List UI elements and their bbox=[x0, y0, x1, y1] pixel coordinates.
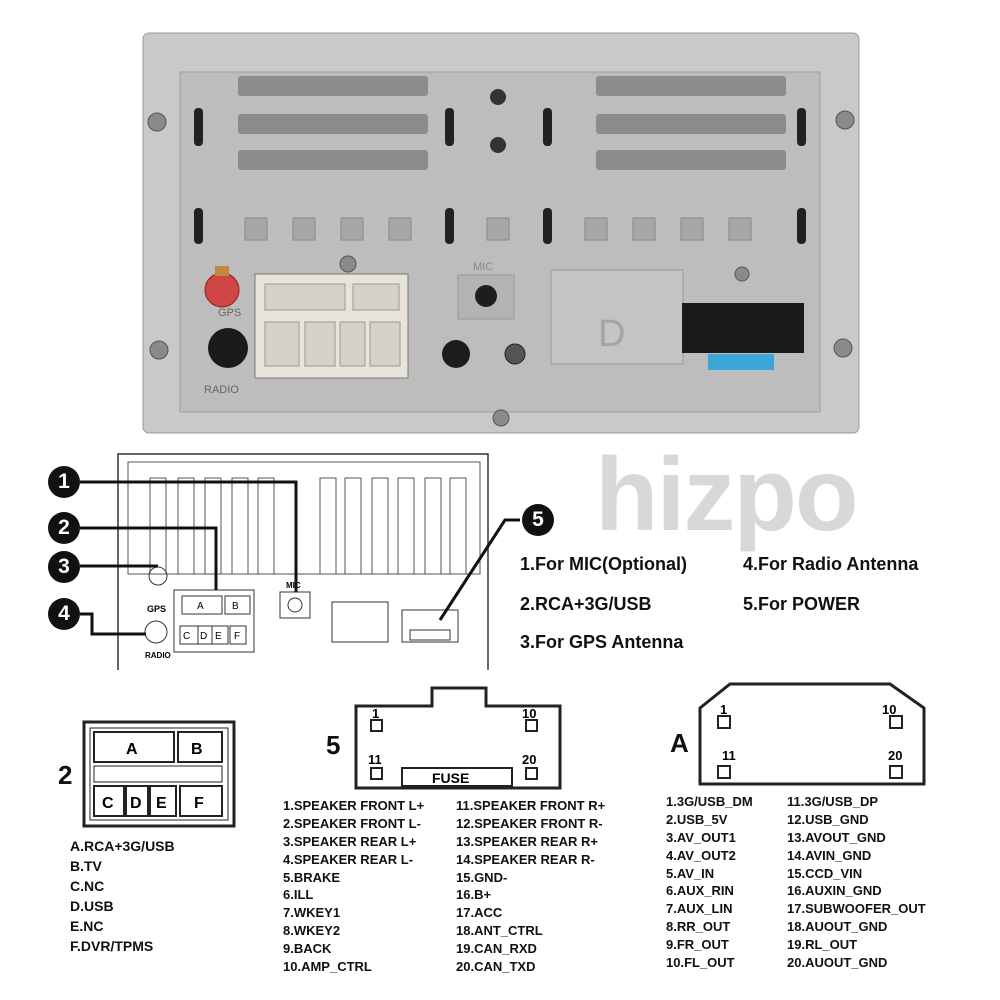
pin-10: 10.AMP_CTRL bbox=[283, 959, 372, 975]
pin-16: 16.B+ bbox=[456, 887, 492, 903]
connector-a-pins-left: 1.3G/USB_DM 2.USB_5V 3.AV_OUT1 4.AV_OUT2… bbox=[666, 793, 753, 972]
connector-a-pin-label-20: 20 bbox=[888, 748, 902, 763]
a-pin-9: 9.FR_OUT bbox=[666, 937, 729, 953]
connector-5-pin-label-11: 11 bbox=[368, 752, 382, 767]
a-pin-12: 12.USB_GND bbox=[787, 811, 869, 827]
schematic-slot-e: E bbox=[215, 631, 222, 642]
a-pin-3: 3.AV_OUT1 bbox=[666, 829, 736, 845]
schematic-slot-d: D bbox=[200, 631, 207, 642]
connector-2-port-d: D.USB bbox=[70, 898, 114, 914]
legend-item-mic: 1.For MIC(Optional) bbox=[520, 554, 687, 574]
a-pin-11: 11.3G/USB_DP bbox=[787, 794, 879, 809]
connector-2-slot-f: F bbox=[194, 795, 204, 812]
a-pin-13: 13.AVOUT_GND bbox=[787, 829, 886, 845]
pin-11: 11.SPEAKER FRONT R+ bbox=[456, 798, 606, 813]
photo-radio-label: RADIO bbox=[204, 384, 239, 396]
watermark: hizpo bbox=[595, 437, 858, 553]
connector-2-number: 2 bbox=[58, 760, 73, 790]
connector-5-number: 5 bbox=[326, 730, 341, 760]
a-pin-1: 1.3G/USB_DM bbox=[666, 794, 753, 809]
connector-a-pin-label-1: 1 bbox=[720, 702, 727, 717]
pin-6: 6.ILL bbox=[283, 887, 314, 903]
connector-5-pins-left: 1.SPEAKER FRONT L+ 2.SPEAKER FRONT L- 3.… bbox=[283, 797, 424, 976]
badge-2: 2 bbox=[48, 512, 80, 544]
connector-2-port-a: A.RCA+3G/USB bbox=[70, 838, 175, 854]
pin-1: 1.SPEAKER FRONT L+ bbox=[283, 798, 425, 813]
connector-5-pin-label-1: 1 bbox=[372, 706, 379, 721]
connector-2-slot-d: D bbox=[130, 795, 142, 812]
a-pin-10: 10.FL_OUT bbox=[666, 955, 735, 971]
a-pin-8: 8.RR_OUT bbox=[666, 919, 731, 935]
a-pin-20: 20.AUOUT_GND bbox=[787, 955, 888, 971]
connector-a-pins-right: 11.3G/USB_DP 12.USB_GND 13.AVOUT_GND 14.… bbox=[787, 793, 926, 972]
schematic-mic-label: MIC bbox=[286, 581, 301, 590]
pin-5: 5.BRAKE bbox=[283, 869, 341, 885]
connector-2-slot-b: B bbox=[191, 741, 203, 758]
connector-2-slot-a: A bbox=[126, 741, 138, 758]
connector-2-slot-e: E bbox=[156, 795, 167, 812]
legend-item-rca: 2.RCA+3G/USB bbox=[520, 594, 652, 614]
a-pin-4: 4.AV_OUT2 bbox=[666, 847, 736, 863]
pin-18: 18.ANT_CTRL bbox=[456, 923, 543, 939]
pin-14: 14.SPEAKER REAR R- bbox=[456, 851, 595, 867]
photo-d-label: D bbox=[598, 313, 625, 355]
legend-item-gps: 3.For GPS Antenna bbox=[520, 632, 684, 652]
pin-8: 8.WKEY2 bbox=[283, 923, 341, 939]
badge-5: 5 bbox=[522, 504, 554, 536]
a-pin-6: 6.AUX_RIN bbox=[666, 883, 734, 899]
connector-2-port-b: B.TV bbox=[70, 858, 102, 874]
connector-5-pin-label-10: 10 bbox=[522, 706, 536, 721]
pin-4: 4.SPEAKER REAR L- bbox=[283, 851, 414, 867]
a-pin-17: 17.SUBWOOFER_OUT bbox=[787, 901, 926, 917]
badge-1: 1 bbox=[48, 466, 80, 498]
a-pin-2: 2.USB_5V bbox=[666, 811, 728, 827]
badge-4: 4 bbox=[48, 598, 80, 630]
connector-2-slot-c: C bbox=[102, 795, 114, 812]
rear-panel-drawing: GPS RADIO MIC D bbox=[142, 32, 860, 434]
photo-mic-label: MIC bbox=[473, 261, 493, 273]
pin-9: 9.BACK bbox=[283, 941, 332, 957]
connector-5-pins-right: 11.SPEAKER FRONT R+ 12.SPEAKER FRONT R- … bbox=[456, 797, 605, 976]
a-pin-7: 7.AUX_LIN bbox=[666, 901, 733, 917]
connector-a-letter: A bbox=[670, 728, 689, 758]
legend-item-radio: 4.For Radio Antenna bbox=[743, 554, 919, 574]
schematic-gps-label: GPS bbox=[147, 604, 166, 614]
pin-19: 19.CAN_RXD bbox=[456, 941, 537, 957]
schematic-slot-c: C bbox=[183, 631, 190, 642]
pin-20: 20.CAN_TXD bbox=[456, 959, 536, 975]
connector-5-drawing: 1 10 11 20 FUSE bbox=[354, 686, 562, 790]
a-pin-5: 5.AV_IN bbox=[666, 865, 715, 881]
schematic-slot-f: F bbox=[234, 631, 240, 642]
badge-3: 3 bbox=[48, 551, 80, 583]
a-pin-19: 19.RL_OUT bbox=[787, 937, 858, 953]
a-pin-18: 18.AUOUT_GND bbox=[787, 919, 888, 935]
legend-item-power: 5.For POWER bbox=[743, 594, 861, 614]
a-pin-15: 15.CCD_VIN bbox=[787, 865, 863, 881]
connector-2-port-c: C.NC bbox=[70, 878, 105, 894]
pin-3: 3.SPEAKER REAR L+ bbox=[283, 833, 417, 849]
pin-15: 15.GND- bbox=[456, 869, 508, 885]
connector-2-port-f: F.DVR/TPMS bbox=[70, 938, 154, 954]
pin-12: 12.SPEAKER FRONT R- bbox=[456, 815, 603, 831]
schematic-slot-b: B bbox=[232, 601, 239, 612]
connector-2-port-e: E.NC bbox=[70, 918, 104, 934]
connector-a-drawing: 1 10 11 20 bbox=[698, 682, 926, 786]
photo-gps-label: GPS bbox=[218, 307, 241, 319]
a-pin-16: 16.AUXIN_GND bbox=[787, 883, 882, 899]
connector-5-fuse-label: FUSE bbox=[432, 770, 469, 786]
pin-13: 13.SPEAKER REAR R+ bbox=[456, 833, 598, 849]
pin-2: 2.SPEAKER FRONT L- bbox=[283, 815, 421, 831]
a-pin-14: 14.AVIN_GND bbox=[787, 847, 872, 863]
connector-2-drawing: A B C D E F bbox=[82, 720, 236, 828]
connector-a-pin-label-10: 10 bbox=[882, 702, 896, 717]
schematic-slot-a: A bbox=[197, 601, 204, 612]
connector-a-pin-label-11: 11 bbox=[722, 748, 736, 763]
pin-7: 7.WKEY1 bbox=[283, 905, 341, 921]
pin-17: 17.ACC bbox=[456, 905, 503, 921]
connector-5-pin-label-20: 20 bbox=[522, 752, 536, 767]
schematic-radio-label: RADIO bbox=[145, 651, 171, 660]
schematic-drawing: GPS RADIO A B C D E F MIC bbox=[80, 453, 520, 670]
